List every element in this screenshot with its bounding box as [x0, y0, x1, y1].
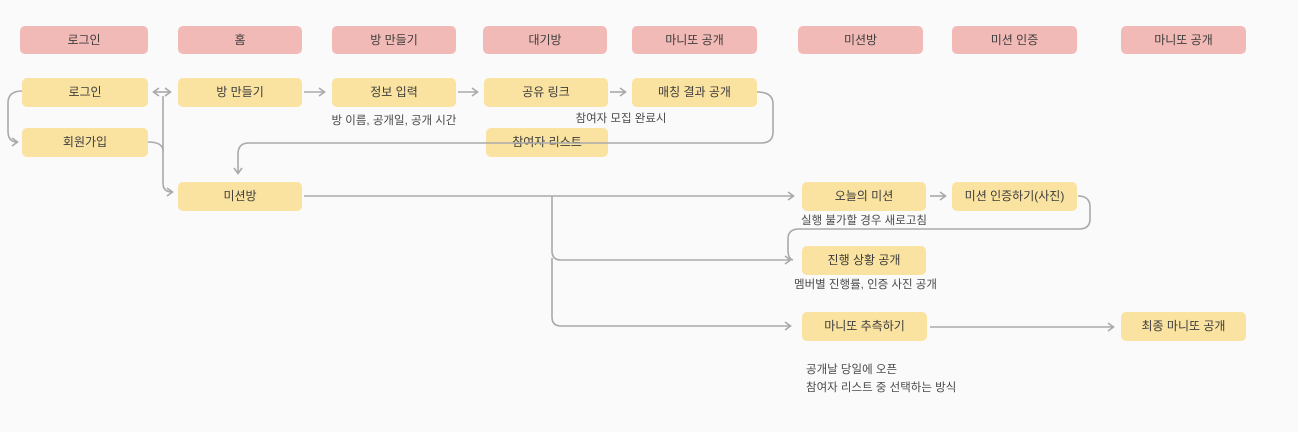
note-refresh: 실행 불가할 경우 새로고침 [801, 215, 927, 227]
note-progress: 멤버별 진행률, 인증 사진 공개 [794, 279, 937, 291]
node-final-reveal[interactable]: 최종 마니또 공개 [1121, 312, 1246, 341]
stage-header-create-room[interactable]: 방 만들기 [332, 26, 456, 54]
node-match-result[interactable]: 매칭 결과 공개 [632, 78, 757, 107]
node-mission-room[interactable]: 미션방 [178, 182, 302, 211]
connector-signup-merge [147, 141, 164, 152]
stage-header-home[interactable]: 홈 [178, 26, 302, 54]
note-guess-line2: 참여자 리스트 중 선택하는 방식 [806, 382, 957, 394]
node-today-mission[interactable]: 오늘의 미션 [802, 182, 926, 211]
stage-header-manito-reveal-final[interactable]: 마니또 공개 [1121, 26, 1246, 54]
stage-header-waiting-room[interactable]: 대기방 [483, 26, 607, 54]
connector-login-signup [7, 90, 23, 147]
node-participant-list[interactable]: 참여자 리스트 [486, 128, 608, 157]
note-recruit: 참여자 모집 완료시 [575, 113, 667, 125]
stage-header-manito-reveal[interactable]: 마니또 공개 [632, 26, 757, 54]
node-info-input[interactable]: 정보 입력 [332, 78, 456, 107]
note-info-input: 방 이름, 공개일, 공개 시간 [331, 115, 457, 127]
node-login[interactable]: 로그인 [22, 78, 148, 107]
connector-down-missionroom [162, 96, 174, 197]
node-manito-guess[interactable]: 마니또 추측하기 [802, 312, 927, 341]
node-signup[interactable]: 회원가입 [22, 128, 148, 157]
node-share-link[interactable]: 공유 링크 [484, 78, 608, 107]
stage-header-mission-verify[interactable]: 미션 인증 [952, 26, 1077, 54]
connector-branch-guess [551, 258, 792, 331]
node-create-room[interactable]: 방 만들기 [178, 78, 302, 107]
stage-header-mission-room[interactable]: 미션방 [798, 26, 923, 54]
node-progress-share[interactable]: 진행 상황 공개 [802, 246, 926, 275]
note-guess-line1: 공개날 당일에 오픈 [806, 364, 898, 376]
stage-header-login[interactable]: 로그인 [20, 26, 148, 54]
connector-branch-progress [551, 196, 792, 265]
node-mission-verify[interactable]: 미션 인증하기(사진) [952, 182, 1077, 211]
